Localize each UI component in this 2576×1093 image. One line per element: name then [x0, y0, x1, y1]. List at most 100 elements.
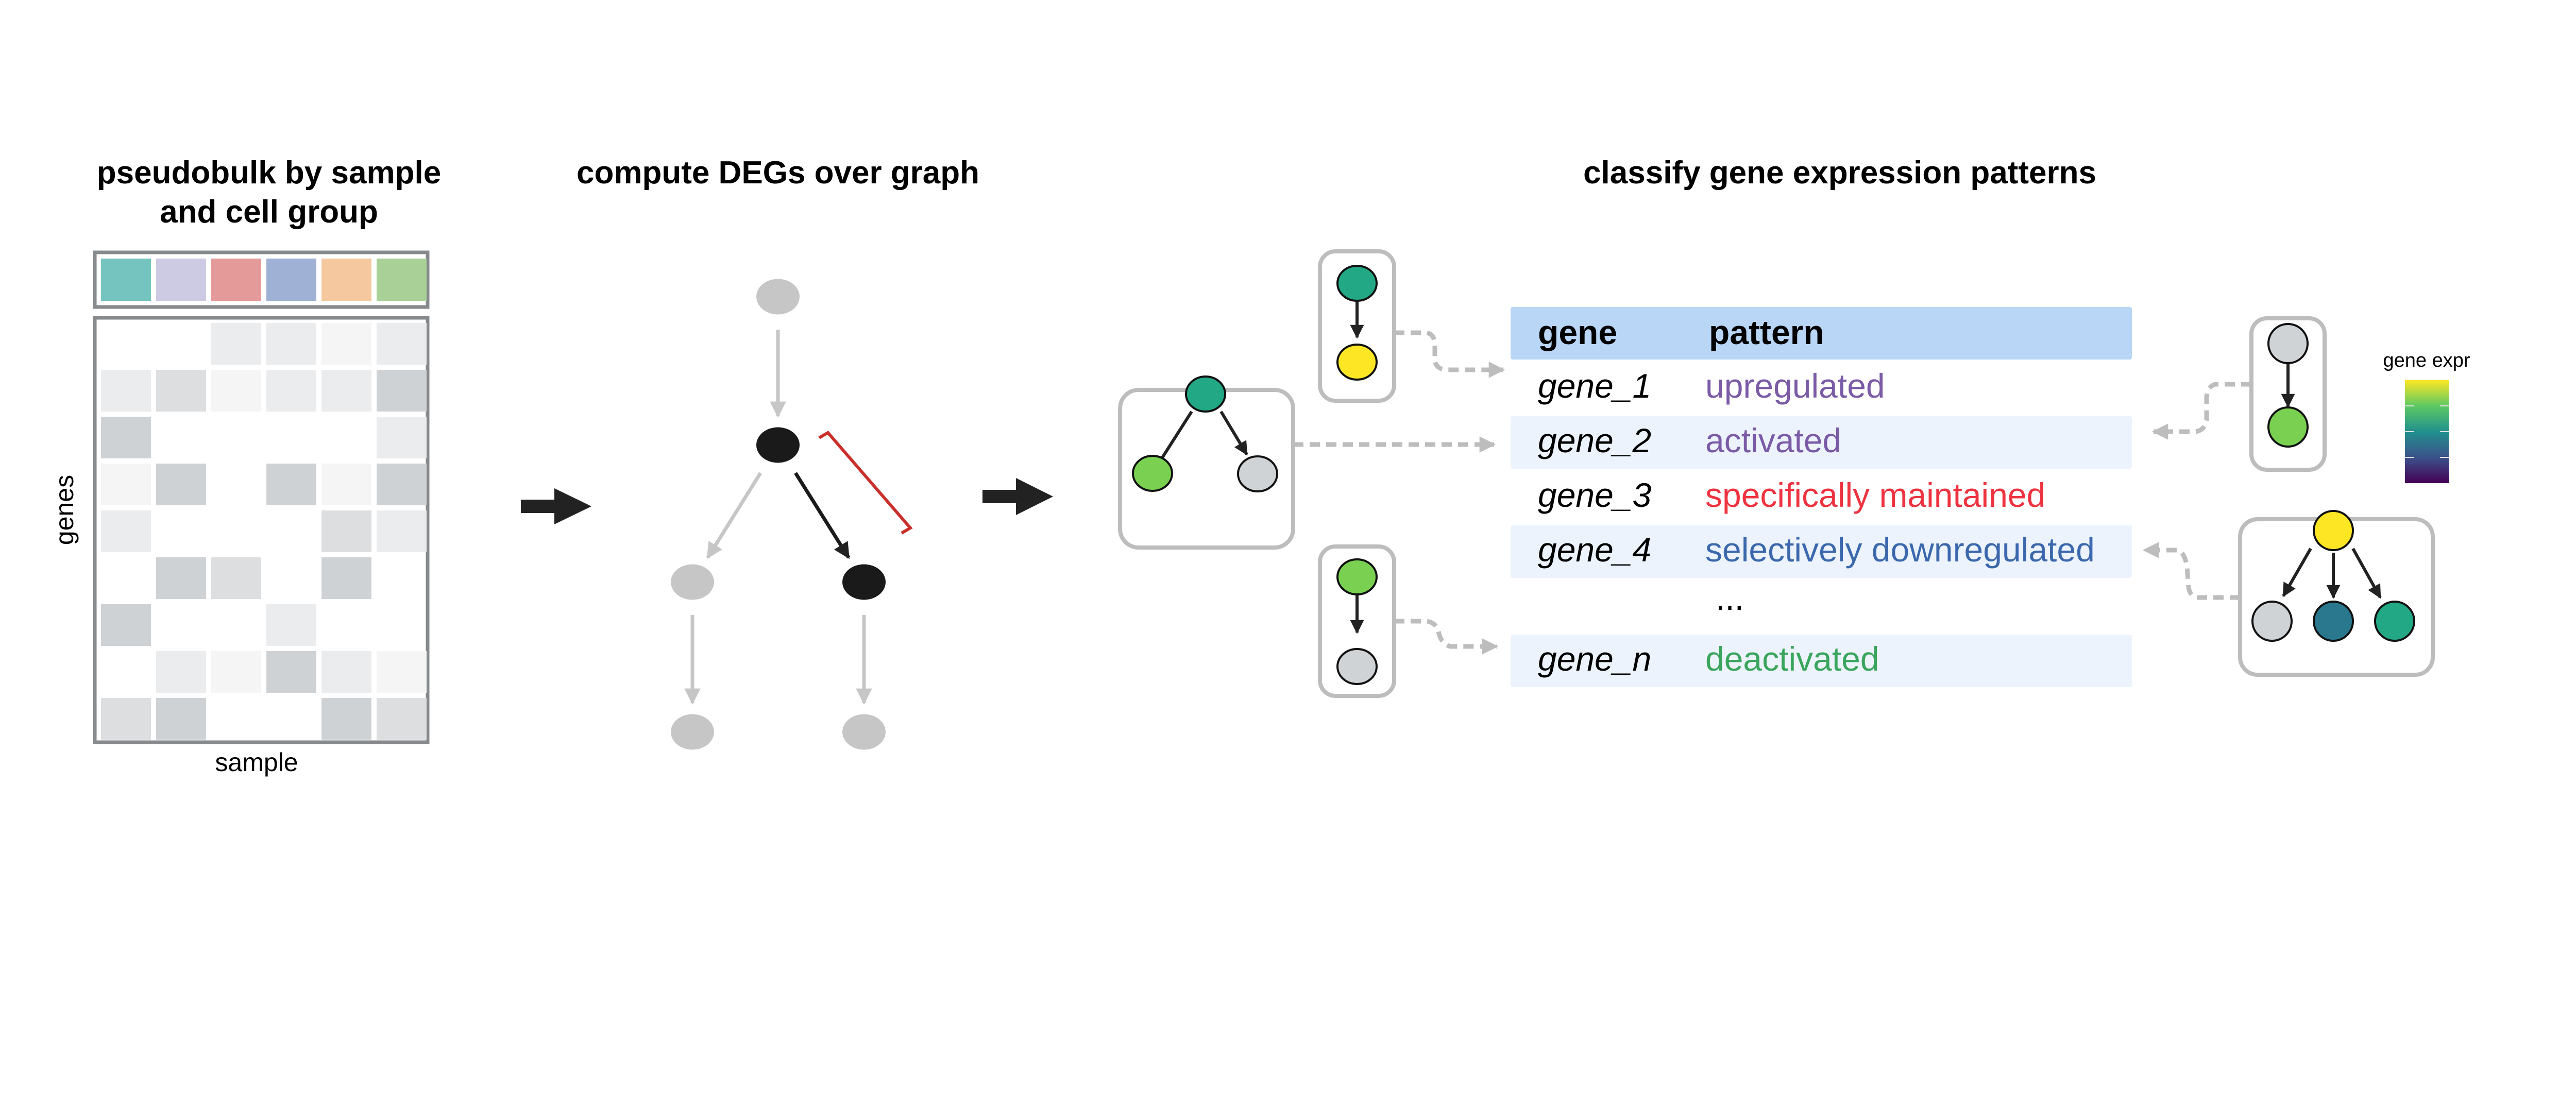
graph-node-right-child — [842, 714, 886, 750]
graph-edge-mid-to-right — [794, 472, 851, 559]
pattern-label: deactivated — [1705, 640, 1879, 678]
pseudobulk-title-line1: pseudobulk by sample — [97, 155, 441, 191]
cell-group-swatch — [266, 259, 316, 301]
flow-arrow-2 — [982, 478, 1053, 515]
node-gray — [1336, 648, 1378, 685]
cell-group-bar — [101, 259, 427, 301]
heatmap-cell — [101, 417, 151, 458]
table-row-bg — [1511, 635, 2132, 687]
graph-node-root — [756, 279, 800, 315]
table-row: gene_n deactivated — [1538, 640, 1879, 678]
gene-name: gene_n — [1538, 640, 1651, 678]
sample-axis-label: sample — [215, 748, 298, 777]
dashed-connector — [2151, 382, 2251, 440]
colorbar-label: gene expr — [2383, 350, 2470, 371]
colorbar-ticks — [2405, 405, 2449, 458]
heatmap-cell — [156, 464, 206, 505]
heatmap-cell — [321, 323, 371, 365]
heatmap-cell — [156, 557, 206, 599]
table-header — [1511, 307, 2132, 360]
heatmap-cell — [321, 464, 371, 505]
heatmap-cell — [266, 651, 316, 693]
pattern-icon-deactivated — [1318, 544, 1499, 698]
ellipsis: ... — [1716, 579, 1744, 617]
pattern-label: selectively downregulated — [1705, 531, 2095, 569]
heatmap-cell — [156, 370, 206, 412]
heatmap-cell — [211, 370, 261, 412]
heatmap-cell — [321, 651, 371, 693]
cell-group-swatch — [321, 259, 371, 301]
heatmap-cell — [266, 370, 316, 412]
cell-group-swatch — [156, 259, 206, 301]
graph-node-mid — [756, 427, 800, 463]
node-gray — [2251, 601, 2293, 642]
cell-group-swatch — [211, 259, 261, 301]
graph-edge-mid-to-left — [706, 472, 762, 559]
node-dark-teal — [2313, 601, 2354, 642]
node-teal — [1185, 375, 1226, 413]
dashed-connector — [1394, 330, 1505, 378]
pattern-label: upregulated — [1705, 367, 1885, 405]
pseudobulk-title-line2: and cell group — [160, 194, 378, 230]
heatmap-cell — [101, 510, 151, 552]
heatmap-cell — [321, 370, 371, 412]
heatmap-cell — [377, 370, 427, 412]
graph-node-left-child — [671, 714, 714, 750]
heatmap-cell — [266, 604, 316, 646]
heatmap-cell — [101, 370, 151, 412]
classify-title: classify gene expression patterns — [1583, 155, 2096, 191]
heatmap-cell — [321, 698, 371, 740]
deg-graph-edges — [684, 330, 872, 705]
deg-graph-panel: compute DEGs over graph — [577, 155, 979, 750]
heatmap-cell — [156, 698, 206, 740]
pattern-icon-activated — [2151, 316, 2327, 472]
flow-arrow-1 — [521, 488, 591, 524]
pattern-icon-specifically-maintained — [1118, 375, 1496, 550]
pattern-icon-upregulated — [1318, 249, 1505, 403]
heatmap — [101, 323, 427, 740]
heatmap-cell — [211, 557, 261, 599]
table-row-bg — [1511, 416, 2132, 469]
heatmap-cell — [321, 510, 371, 552]
genes-axis-label: genes — [50, 475, 79, 545]
node-gray — [1237, 455, 1278, 492]
table-row-bg — [1511, 525, 2132, 578]
node-green — [2267, 406, 2309, 448]
heatmap-cell — [211, 323, 261, 365]
heatmap-cell — [156, 651, 206, 693]
heatmap-cell — [377, 698, 427, 740]
deg-graph-nodes — [671, 279, 886, 750]
gene-expr-colorbar: gene expr — [2383, 350, 2470, 483]
heatmap-cell — [266, 464, 316, 505]
heatmap-cell — [211, 651, 261, 693]
node-yellow — [1336, 344, 1378, 381]
cell-group-swatch — [101, 259, 151, 301]
pseudobulk-panel: pseudobulk by sample and cell group gene… — [50, 155, 441, 777]
heatmap-cell — [377, 464, 427, 505]
node-gray — [2267, 323, 2309, 364]
subtree-bracket — [818, 431, 913, 535]
heatmap-cell — [321, 557, 371, 599]
gene-name: gene_4 — [1538, 531, 1651, 569]
graph-node-left — [671, 564, 714, 600]
heatmap-cell — [377, 323, 427, 365]
node-green — [1336, 558, 1378, 595]
heatmap-cell — [101, 464, 151, 505]
pattern-label: activated — [1705, 421, 1841, 459]
column-header-gene: gene — [1538, 313, 1617, 351]
heatmap-cell — [377, 510, 427, 552]
node-teal — [1336, 265, 1378, 302]
cell-group-swatch — [377, 259, 427, 301]
pattern-label: specifically maintained — [1705, 476, 2045, 514]
heatmap-cell — [101, 698, 151, 740]
heatmap-cell — [377, 651, 427, 693]
node-yellow — [2313, 510, 2354, 551]
dashed-connector — [2142, 542, 2240, 600]
deg-graph-title: compute DEGs over graph — [577, 155, 979, 191]
